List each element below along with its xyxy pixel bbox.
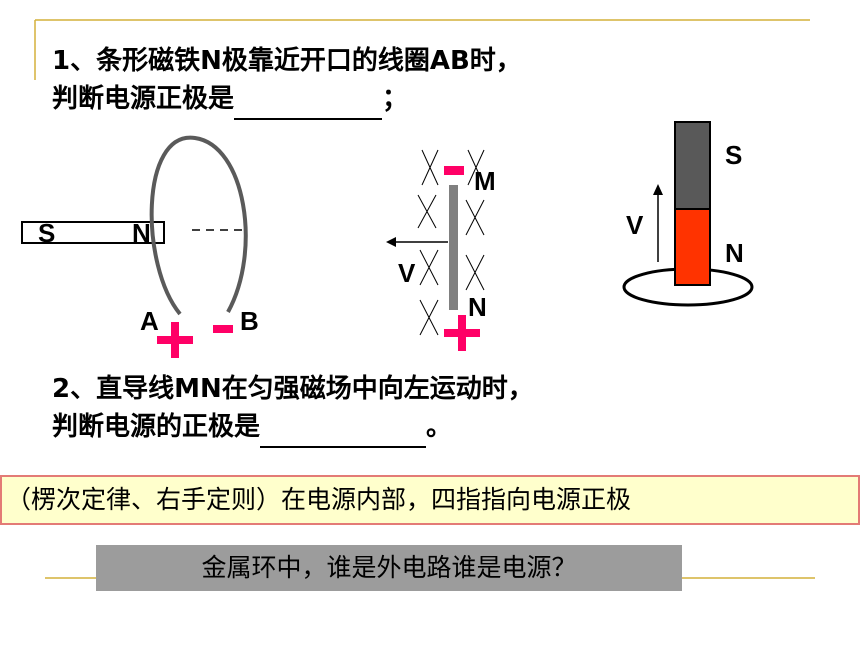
coil-end-b-label: B xyxy=(240,306,259,336)
question-1: 1、条形磁铁N极靠近开口的线圈AB时， 判断电源正极是 ； xyxy=(52,42,522,120)
magnet-s-label: S xyxy=(38,218,56,248)
question-1-end: ； xyxy=(382,84,409,114)
question-1-line-2: 判断电源正极是 ； xyxy=(52,80,522,120)
minus-mark-b xyxy=(213,325,233,333)
ring-velocity-label: V xyxy=(626,210,644,240)
wire-n-label: N xyxy=(468,292,487,322)
answer-blank-2[interactable] xyxy=(260,408,427,448)
field-cross-marks xyxy=(417,149,485,336)
question-2: 2、直导线MN在匀强磁场中向左运动时， 判断电源的正极是 。 xyxy=(52,370,534,448)
coil-end-a-label: A xyxy=(140,306,159,336)
question-2-end: 。 xyxy=(426,412,453,442)
wire-velocity-label: V xyxy=(398,258,416,288)
magnet-n-label: N xyxy=(132,218,151,248)
rule-note: （楞次定律、右手定则）在电源内部，四指指向电源正极 xyxy=(0,475,860,525)
ring-magnet-s-label: S xyxy=(725,140,743,170)
question-2-prompt: 判断电源的正极是 xyxy=(52,412,261,442)
wire-m-label: M xyxy=(474,166,496,196)
coil-loop xyxy=(149,135,248,316)
question-1-line-1: 1、条形磁铁N极靠近开口的线圈AB时， xyxy=(52,46,522,76)
ring-magnet-n-label: N xyxy=(725,238,744,268)
question-2-line-2: 判断电源的正极是 。 xyxy=(52,408,534,448)
question-2-line-1: 2、直导线MN在匀强磁场中向左运动时， xyxy=(52,374,534,404)
question-1-prompt: 判断电源正极是 xyxy=(52,84,235,114)
answer-blank-1[interactable] xyxy=(234,80,383,120)
bar-magnet xyxy=(21,221,165,244)
magnet-n-half xyxy=(674,208,711,286)
minus-mark-m xyxy=(444,166,464,175)
magnet-s-half xyxy=(674,121,711,210)
rule-note-text: （楞次定律、右手定则）在电源内部，四指指向电源正极 xyxy=(6,485,632,514)
question-box: 金属环中，谁是外电路谁是电源？ xyxy=(96,545,682,591)
wire-mn xyxy=(449,185,458,310)
